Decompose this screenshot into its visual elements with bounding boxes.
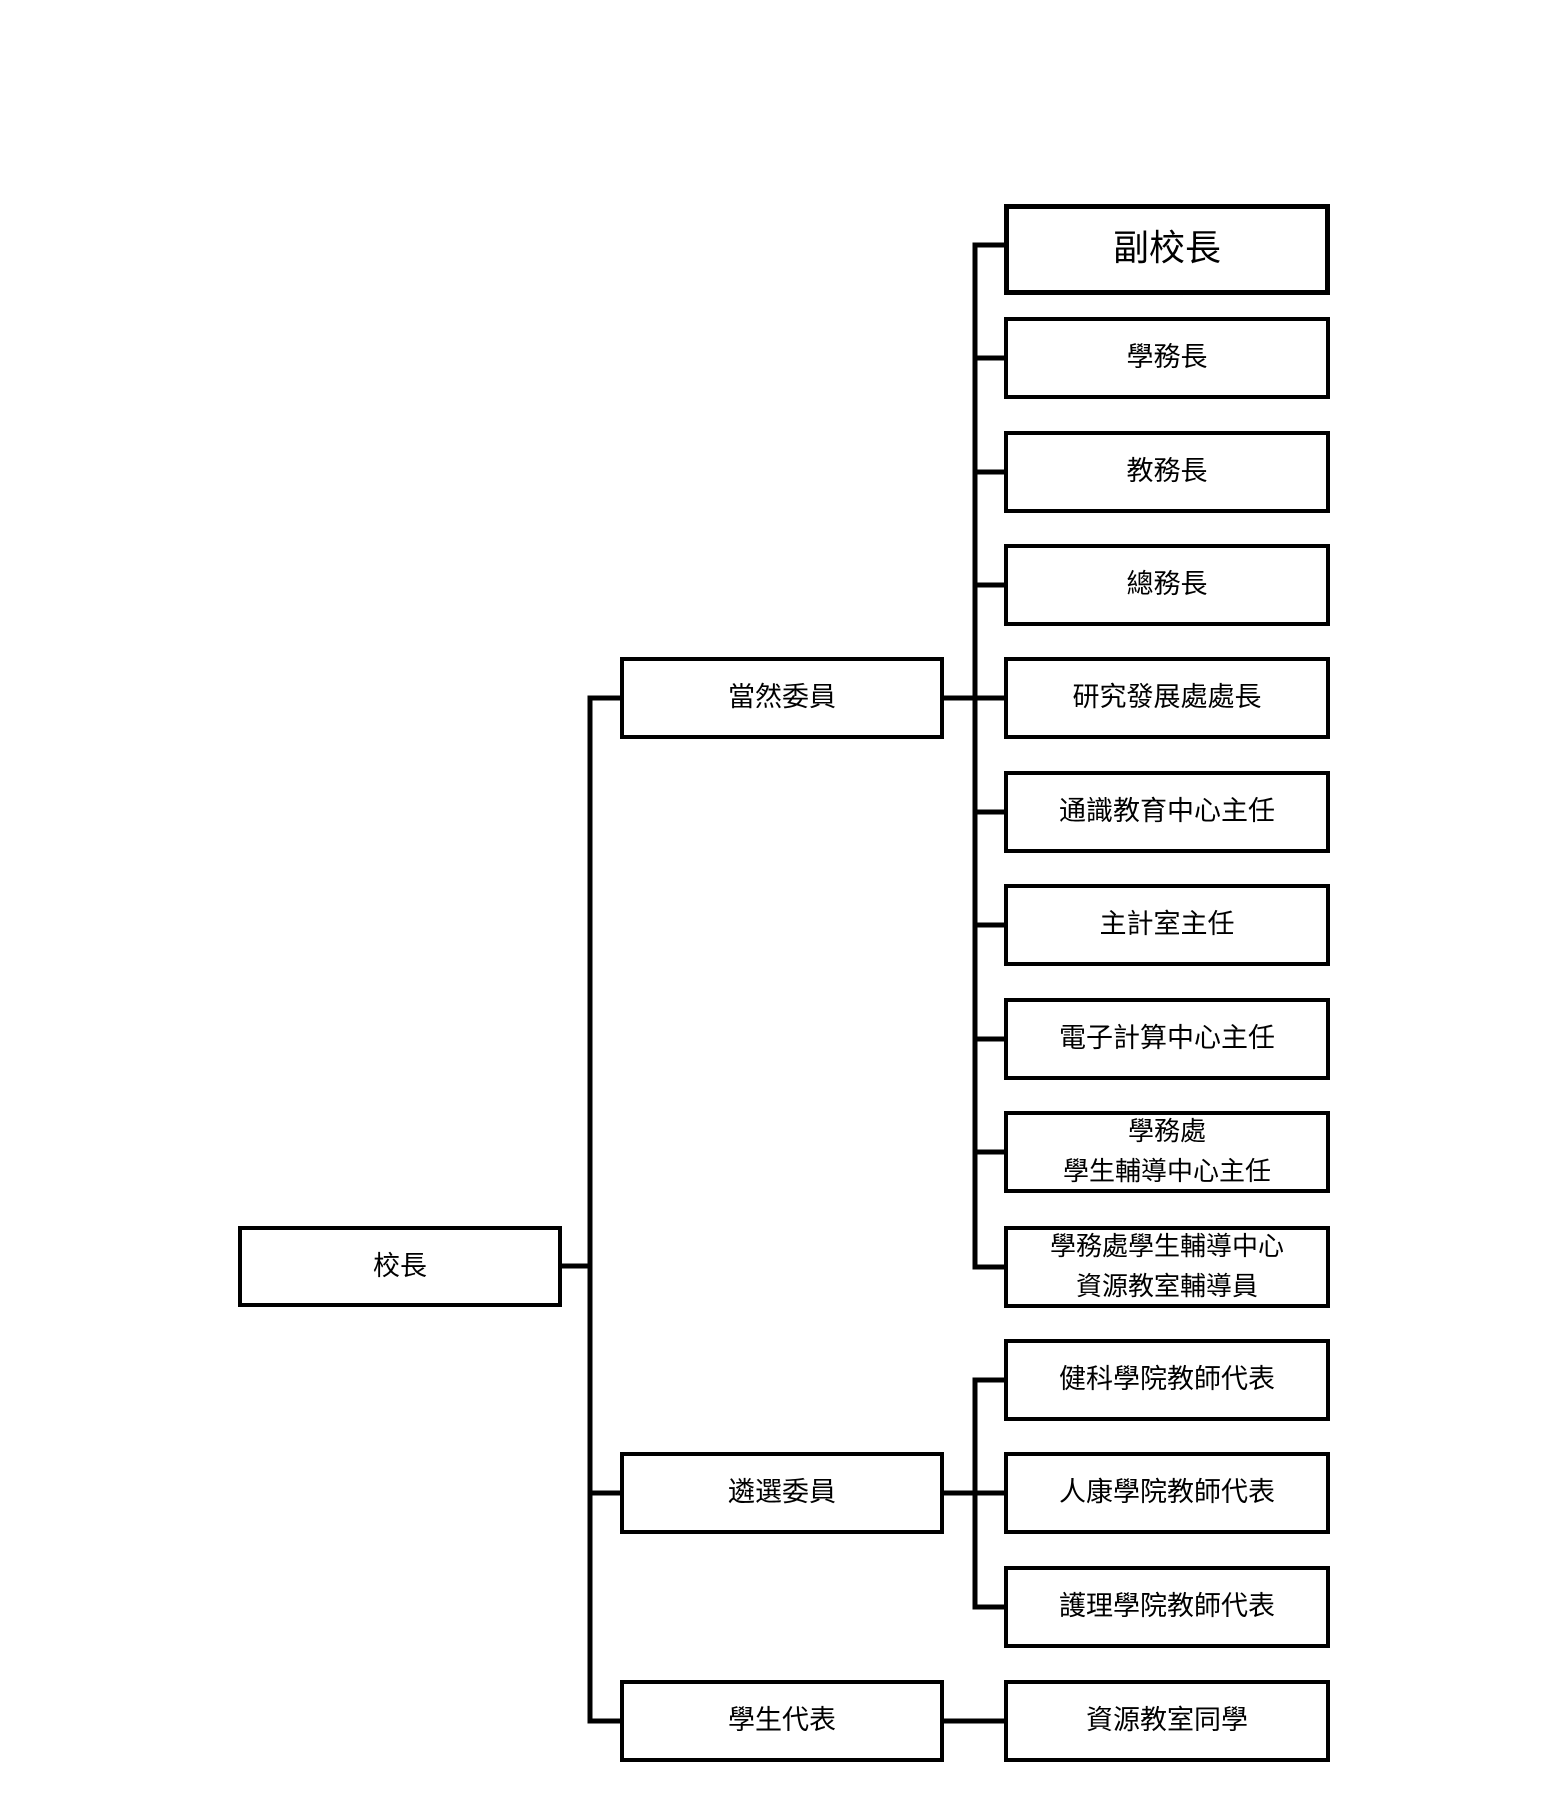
node-group-students: 學生代表 [620,1680,944,1762]
node-member-accounting: 主計室主任 [1004,884,1330,966]
node-member-student-affairs: 學務長 [1004,317,1330,399]
node-member-human-development-rep: 人康學院教師代表 [1004,1452,1330,1534]
node-member-research-development: 研究發展處處長 [1004,657,1330,739]
node-member-general-education: 通識教育中心主任 [1004,771,1330,853]
node-principal: 校長 [238,1226,562,1307]
node-member-resource-students: 資源教室同學 [1004,1680,1330,1762]
node-member-health-science-rep: 健科學院教師代表 [1004,1339,1330,1421]
node-member-computer-center: 電子計算中心主任 [1004,998,1330,1080]
node-member-resource-counselor: 學務處學生輔導中心 資源教室輔導員 [1004,1226,1330,1308]
node-member-academic-affairs: 教務長 [1004,431,1330,513]
node-member-nursing-rep: 護理學院教師代表 [1004,1566,1330,1648]
node-member-counseling-director: 學務處 學生輔導中心主任 [1004,1111,1330,1193]
node-group-ex-officio: 當然委員 [620,657,944,739]
node-member-general-affairs: 總務長 [1004,544,1330,626]
node-group-selected: 遴選委員 [620,1452,944,1534]
node-member-vice-principal: 副校長 [1004,204,1330,295]
